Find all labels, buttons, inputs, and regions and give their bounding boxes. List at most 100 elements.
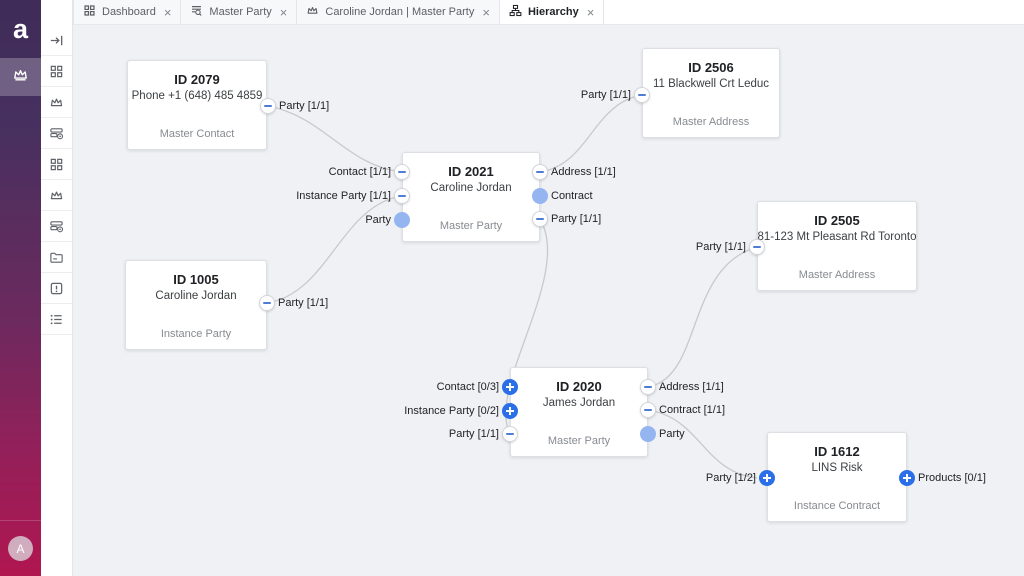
node-card[interactable]: ID 2505 81-123 Mt Pleasant Rd Toronto Ma…: [757, 201, 917, 291]
node-subtitle: Caroline Jordan: [430, 182, 512, 194]
port-dot-icon[interactable]: [640, 426, 656, 442]
close-icon[interactable]: ×: [279, 4, 288, 20]
node-type: Master Party: [439, 220, 503, 232]
tab-master-party[interactable]: Master Party ×: [181, 0, 298, 24]
port-label: Address [1/1]: [551, 166, 616, 178]
port-contact[interactable]: Contact [1/1]: [326, 164, 410, 180]
collapse-port-icon[interactable]: [394, 188, 410, 204]
collapse-port-icon[interactable]: [532, 211, 548, 227]
app-logo: a: [12, 13, 29, 44]
port-label: Party: [365, 214, 391, 226]
node-id: ID 2021: [448, 164, 494, 179]
crown-icon[interactable]: [41, 180, 72, 211]
tab-bar: Dashboard × Master Party × Caroline Jord…: [73, 0, 1024, 25]
collapse-port-icon[interactable]: [749, 239, 765, 255]
grid-icon[interactable]: [41, 56, 72, 87]
node-type: Master Address: [798, 269, 876, 281]
port-label: Party: [659, 428, 685, 440]
edge: [267, 105, 403, 173]
port-contract[interactable]: Contract: [532, 188, 596, 204]
collapse-port-icon[interactable]: [634, 87, 650, 103]
crown-icon[interactable]: [41, 87, 72, 118]
node-id: ID 2020: [556, 379, 602, 394]
records-view-icon[interactable]: [41, 211, 72, 242]
edge: [539, 94, 643, 173]
expand-port-icon[interactable]: [502, 379, 518, 395]
node-card[interactable]: ID 1005 Caroline Jordan Instance Party: [125, 260, 267, 350]
collapse-port-icon[interactable]: [640, 402, 656, 418]
tab-label: Master Party: [209, 6, 272, 18]
node-type: Master Party: [547, 435, 611, 447]
records-view-icon[interactable]: [41, 118, 72, 149]
node-type: Instance Contract: [793, 500, 881, 512]
node-type: Instance Party: [160, 328, 232, 340]
node-subtitle: Phone +1 (648) 485 4859: [131, 90, 263, 102]
list-icon[interactable]: [41, 304, 72, 335]
close-icon[interactable]: ×: [586, 4, 595, 20]
port-party[interactable]: Party [1/1]: [578, 87, 650, 103]
node-id: ID 2505: [814, 213, 860, 228]
port-instance-party[interactable]: Instance Party [1/1]: [293, 188, 410, 204]
port-label: Instance Party [0/2]: [404, 405, 499, 417]
close-icon[interactable]: ×: [482, 4, 490, 20]
hierarchy-canvas[interactable]: ID 2079 Phone +1 (648) 485 4859 Master C…: [73, 25, 1024, 576]
hierarchy-edges: [266, 94, 758, 479]
node-card[interactable]: ID 2020 James Jordan Master Party: [510, 367, 648, 457]
node-card[interactable]: ID 2079 Phone +1 (648) 485 4859 Master C…: [127, 60, 267, 150]
collapse-port-icon[interactable]: [394, 164, 410, 180]
port-party[interactable]: Party: [640, 426, 688, 442]
rail-item-mdm[interactable]: [0, 58, 41, 96]
tab-hierarchy[interactable]: Hierarchy ×: [499, 0, 605, 24]
tab-dashboard[interactable]: Dashboard ×: [73, 0, 182, 24]
node-card[interactable]: ID 2506 11 Blackwell Crt Leduc Master Ad…: [642, 48, 780, 138]
port-party[interactable]: Party [1/1]: [446, 426, 518, 442]
expand-port-icon[interactable]: [759, 470, 775, 486]
collapse-port-icon[interactable]: [640, 379, 656, 395]
folder-icon[interactable]: [41, 242, 72, 273]
node-subtitle: James Jordan: [542, 397, 616, 409]
collapse-port-icon[interactable]: [259, 295, 275, 311]
node-type: Master Contact: [159, 128, 235, 140]
port-party[interactable]: Party [1/1]: [532, 211, 604, 227]
user-avatar[interactable]: A: [8, 536, 33, 561]
port-party[interactable]: Party [1/1]: [260, 98, 332, 114]
port-address[interactable]: Address [1/1]: [532, 164, 619, 180]
issue-box-icon[interactable]: [41, 273, 72, 304]
collapse-port-icon[interactable]: [502, 426, 518, 442]
collapse-port-icon[interactable]: [260, 98, 276, 114]
tab-caroline-jordan-master-party[interactable]: Caroline Jordan | Master Party ×: [297, 0, 500, 24]
node-subtitle: LINS Risk: [811, 462, 863, 474]
expand-port-icon[interactable]: [899, 470, 915, 486]
node-subtitle: 11 Blackwell Crt Leduc: [652, 78, 770, 90]
port-party[interactable]: Party [1/2]: [703, 470, 775, 486]
port-party[interactable]: Party [1/1]: [693, 239, 765, 255]
node-id: ID 2506: [688, 60, 734, 75]
edge: [647, 246, 758, 388]
table-search-icon: [190, 4, 203, 20]
port-contract[interactable]: Contract [1/1]: [640, 402, 728, 418]
dashboard-grid-icon: [83, 4, 96, 20]
port-products[interactable]: Products [0/1]: [899, 470, 989, 486]
port-address[interactable]: Address [1/1]: [640, 379, 727, 395]
port-instance-party[interactable]: Instance Party [0/2]: [401, 403, 518, 419]
tab-label: Hierarchy: [527, 6, 579, 18]
node-type: Master Address: [672, 116, 750, 128]
grid-icon[interactable]: [41, 149, 72, 180]
port-party[interactable]: Party [1/1]: [259, 295, 331, 311]
collapse-port-icon[interactable]: [532, 164, 548, 180]
edge: [647, 409, 758, 479]
port-dot-icon[interactable]: [532, 188, 548, 204]
node-card[interactable]: ID 2021 Caroline Jordan Master Party: [402, 152, 540, 242]
expand-port-icon[interactable]: [502, 403, 518, 419]
port-label: Party [1/1]: [279, 100, 330, 112]
port-party[interactable]: Party: [362, 212, 410, 228]
close-icon[interactable]: ×: [163, 4, 172, 20]
node-card[interactable]: ID 1612 LINS Risk Instance Contract: [767, 432, 907, 522]
port-dot-icon[interactable]: [394, 212, 410, 228]
tool-sidebar: [41, 0, 73, 576]
tab-label: Caroline Jordan | Master Party: [325, 6, 475, 18]
collapse-panel-icon[interactable]: [41, 25, 72, 56]
port-contact[interactable]: Contact [0/3]: [434, 379, 518, 395]
content-area: Dashboard × Master Party × Caroline Jord…: [73, 0, 1024, 576]
port-label: Party [1/1]: [580, 89, 631, 101]
